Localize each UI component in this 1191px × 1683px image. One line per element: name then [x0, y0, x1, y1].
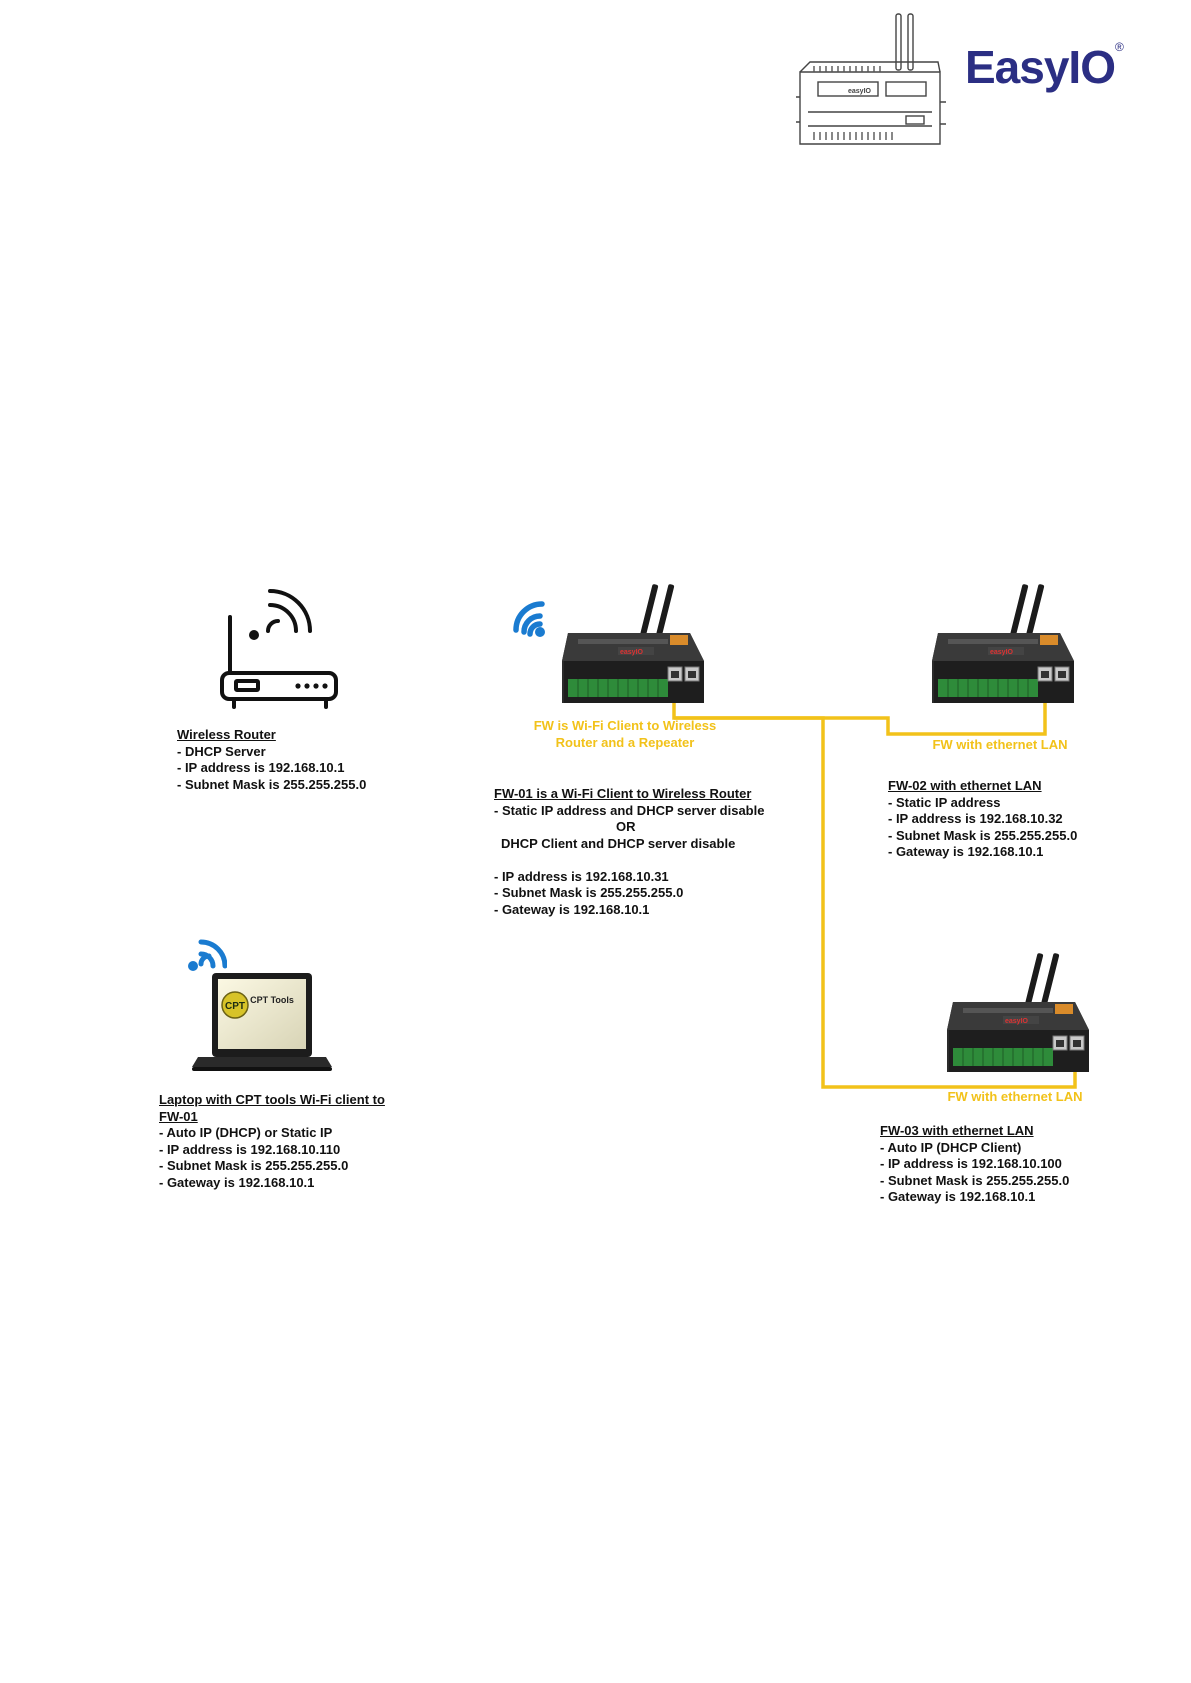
laptop-title: Laptop with CPT tools Wi-Fi client to — [159, 1092, 385, 1107]
svg-text:easyIO: easyIO — [848, 88, 872, 95]
registered-mark: ® — [1115, 40, 1124, 54]
fw02-line: - Static IP address — [888, 794, 1001, 810]
laptop-line: - Gateway is 192.168.10.1 — [159, 1174, 315, 1190]
fw01-line: - Subnet Mask is 255.255.255.0 — [494, 885, 684, 900]
fw02-info: FW-02 with ethernet LAN - Static IP addr… — [888, 778, 1077, 861]
laptop-line: - Subnet Mask is 255.255.255.0 — [159, 1158, 349, 1173]
fw01-line: - IP address is 192.168.10.31 — [494, 868, 669, 884]
fw01-caption-line: Router and a Repeater — [555, 734, 695, 750]
fw01-info: FW-01 is a Wi-Fi Client to Wireless Rout… — [494, 786, 764, 918]
fw03-caption: FW with ethernet LAN — [947, 1089, 1083, 1104]
fw01-wifi-icon — [513, 601, 545, 637]
wireless-router-icon — [220, 589, 338, 709]
fw02-title: FW-02 with ethernet LAN — [888, 778, 1042, 793]
fw01-line: DHCP Client and DHCP server disable — [501, 835, 736, 851]
fw03-line: - Gateway is 192.168.10.1 — [880, 1189, 1036, 1204]
router-line: - IP address is 192.168.10.1 — [177, 760, 345, 775]
fw03-line: - Subnet Mask is 255.255.255.0 — [880, 1172, 1070, 1188]
router-title: Wireless Router — [177, 727, 276, 742]
fw01-line: - Gateway is 192.168.10.1 — [494, 901, 650, 917]
fw01-line: - Static IP address and DHCP server disa… — [494, 802, 765, 818]
fw03-controller-icon — [946, 952, 1090, 1073]
fw03-title: FW-03 with ethernet LAN — [880, 1123, 1034, 1138]
fw01-controller-icon — [561, 583, 705, 704]
controller-line-drawing-icon: easyIO — [796, 13, 946, 145]
fw01-title: FW-01 is a Wi-Fi Client to Wireless Rout… — [494, 786, 752, 801]
fw02-line: - Gateway is 192.168.10.1 — [888, 844, 1044, 859]
fw01-line: OR — [616, 819, 636, 834]
header-logo: easyIO EasyIO® — [790, 12, 1170, 152]
brand-logo-text: EasyIO — [965, 41, 1116, 93]
router-info: Wireless Router - DHCP Server - IP addre… — [177, 727, 366, 793]
fw02-caption: FW with ethernet LAN — [932, 737, 1068, 752]
laptop-title: FW-01 — [159, 1108, 198, 1124]
fw03-info: FW-03 with ethernet LAN - Auto IP (DHCP … — [880, 1123, 1069, 1206]
fw02-line: - Subnet Mask is 255.255.255.0 — [888, 827, 1078, 843]
fw01-caption: FW is Wi-Fi Client to Wireless Router an… — [520, 718, 730, 751]
laptop-wifi-icon — [188, 939, 227, 971]
laptop-screen-text: CPT Tools — [250, 995, 294, 1005]
laptop-line: - IP address is 192.168.10.110 — [159, 1141, 341, 1157]
laptop-screen-logo: CPT — [225, 1001, 245, 1012]
fw01-caption-line: FW is Wi-Fi Client to Wireless — [533, 718, 717, 733]
router-line: - DHCP Server — [177, 743, 266, 759]
laptop-info: Laptop with CPT tools Wi-Fi client to FW… — [159, 1092, 385, 1191]
fw02-line: - IP address is 192.168.10.32 — [888, 811, 1063, 826]
router-line: - Subnet Mask is 255.255.255.0 — [177, 776, 367, 792]
laptop-line: - Auto IP (DHCP) or Static IP — [159, 1125, 333, 1140]
laptop-icon: CPT CPT Tools — [192, 973, 332, 1071]
fw03-line: - IP address is 192.168.10.100 — [880, 1156, 1062, 1171]
fw02-controller-icon — [931, 583, 1075, 704]
fw03-line: - Auto IP (DHCP Client) — [880, 1139, 1022, 1155]
